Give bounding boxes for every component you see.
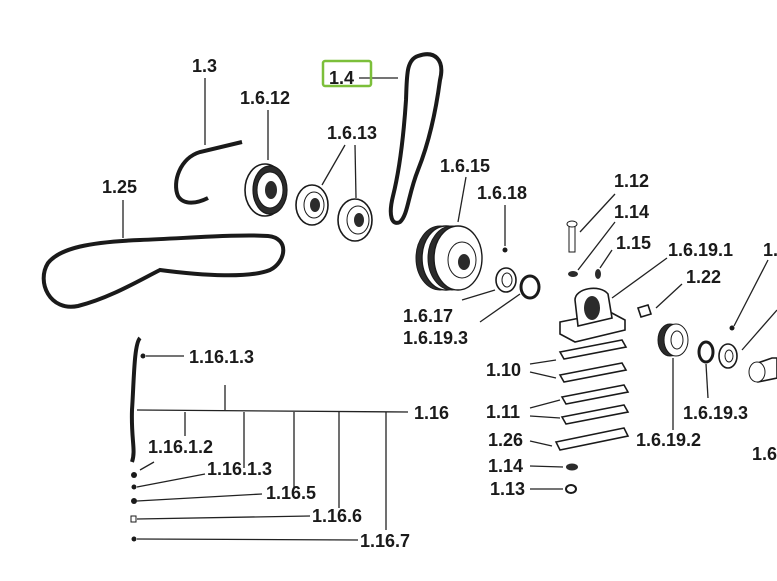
dot-1-6-18	[502, 247, 508, 253]
label-1-6-18[interactable]: 1.6.18	[477, 183, 527, 203]
label-1-16-7[interactable]: 1.16.7	[360, 531, 410, 551]
label-1-25[interactable]: 1.25	[102, 177, 137, 197]
label-1-6-12[interactable]: 1.6.12	[240, 88, 290, 108]
label-1-6-17[interactable]: 1.6.17	[403, 306, 453, 326]
washer-right[interactable]	[718, 343, 738, 369]
bolt-1-12[interactable]	[566, 220, 578, 253]
washer-1-14-top[interactable]	[568, 271, 578, 277]
label-1-16-6[interactable]: 1.16.6	[312, 506, 362, 526]
label-1-6-15[interactable]: 1.6.15	[440, 156, 490, 176]
label-1-11[interactable]: 1.11	[486, 402, 520, 422]
label-1-13[interactable]: 1.13	[490, 479, 525, 499]
label-1-6-19-2[interactable]: 1.6.19.2	[636, 430, 701, 450]
nut-1-15[interactable]	[595, 269, 601, 279]
label-1-3[interactable]: 1.3	[192, 56, 217, 76]
label-1-6-19-3-b[interactable]: 1.6.19.3	[683, 403, 748, 423]
dot-right	[729, 325, 735, 331]
label-1-22[interactable]: 1.22	[686, 267, 721, 287]
ring-1-6-19-3-upper[interactable]	[519, 274, 541, 300]
nut-1-13[interactable]	[565, 484, 577, 494]
plate-stack[interactable]	[554, 339, 630, 451]
pulley-1-6-15[interactable]	[415, 225, 483, 291]
washer-1-6-17[interactable]	[495, 267, 517, 293]
ring-1-6-19-3-lower[interactable]	[697, 340, 715, 364]
label-1-16[interactable]: 1.16	[414, 403, 449, 423]
label-1-14-top[interactable]: 1.14	[614, 202, 649, 222]
label-1-16-5[interactable]: 1.16.5	[266, 483, 316, 503]
washer-1-14-bottom[interactable]	[566, 463, 578, 471]
label-1-16-1-2[interactable]: 1.16.1.2	[148, 437, 213, 457]
pulley-1-6-12[interactable]	[244, 163, 288, 217]
bearing-1-6-19-2[interactable]	[657, 323, 689, 357]
label-1-6-19-3-a[interactable]: 1.6.19.3	[403, 328, 468, 348]
label-1-14-bottom[interactable]: 1.14	[488, 456, 523, 476]
label-1-15[interactable]: 1.15	[616, 233, 651, 253]
pillow-block-1-6-19-1[interactable]	[559, 287, 626, 343]
bearing-1-6-13-right[interactable]	[337, 198, 373, 242]
label-1-6-19-1[interactable]: 1.6.19.1	[668, 240, 733, 260]
label-1-12[interactable]: 1.12	[614, 171, 649, 191]
belt-1-4[interactable]	[388, 52, 444, 225]
rod-1-16[interactable]	[129, 336, 146, 542]
label-1-6-cut-top[interactable]: 1.6	[763, 240, 777, 260]
label-1-16-1-3-b[interactable]: 1.16.1.3	[207, 459, 272, 479]
label-1-26[interactable]: 1.26	[488, 430, 523, 450]
bushing-right[interactable]	[748, 357, 777, 383]
label-1-10[interactable]: 1.10	[486, 360, 521, 380]
label-1-6-cut-bottom[interactable]: 1.6	[752, 444, 777, 464]
leader-lines	[122, 77, 777, 541]
highlight-box-1-4	[321, 59, 373, 88]
belt-1-25[interactable]	[41, 233, 286, 309]
belt-1-3[interactable]	[174, 140, 243, 205]
label-1-16-1-3-a[interactable]: 1.16.1.3	[189, 347, 254, 367]
label-1-4[interactable]: 1.4	[329, 68, 354, 88]
block-1-22[interactable]	[636, 304, 653, 318]
bearing-1-6-13-left[interactable]	[295, 184, 329, 226]
part-labels: 1.3 1.4 1.6.12 1.6.13 1.25 1.6.15 1.6.18…	[102, 56, 777, 551]
label-1-6-13[interactable]: 1.6.13	[327, 123, 377, 143]
